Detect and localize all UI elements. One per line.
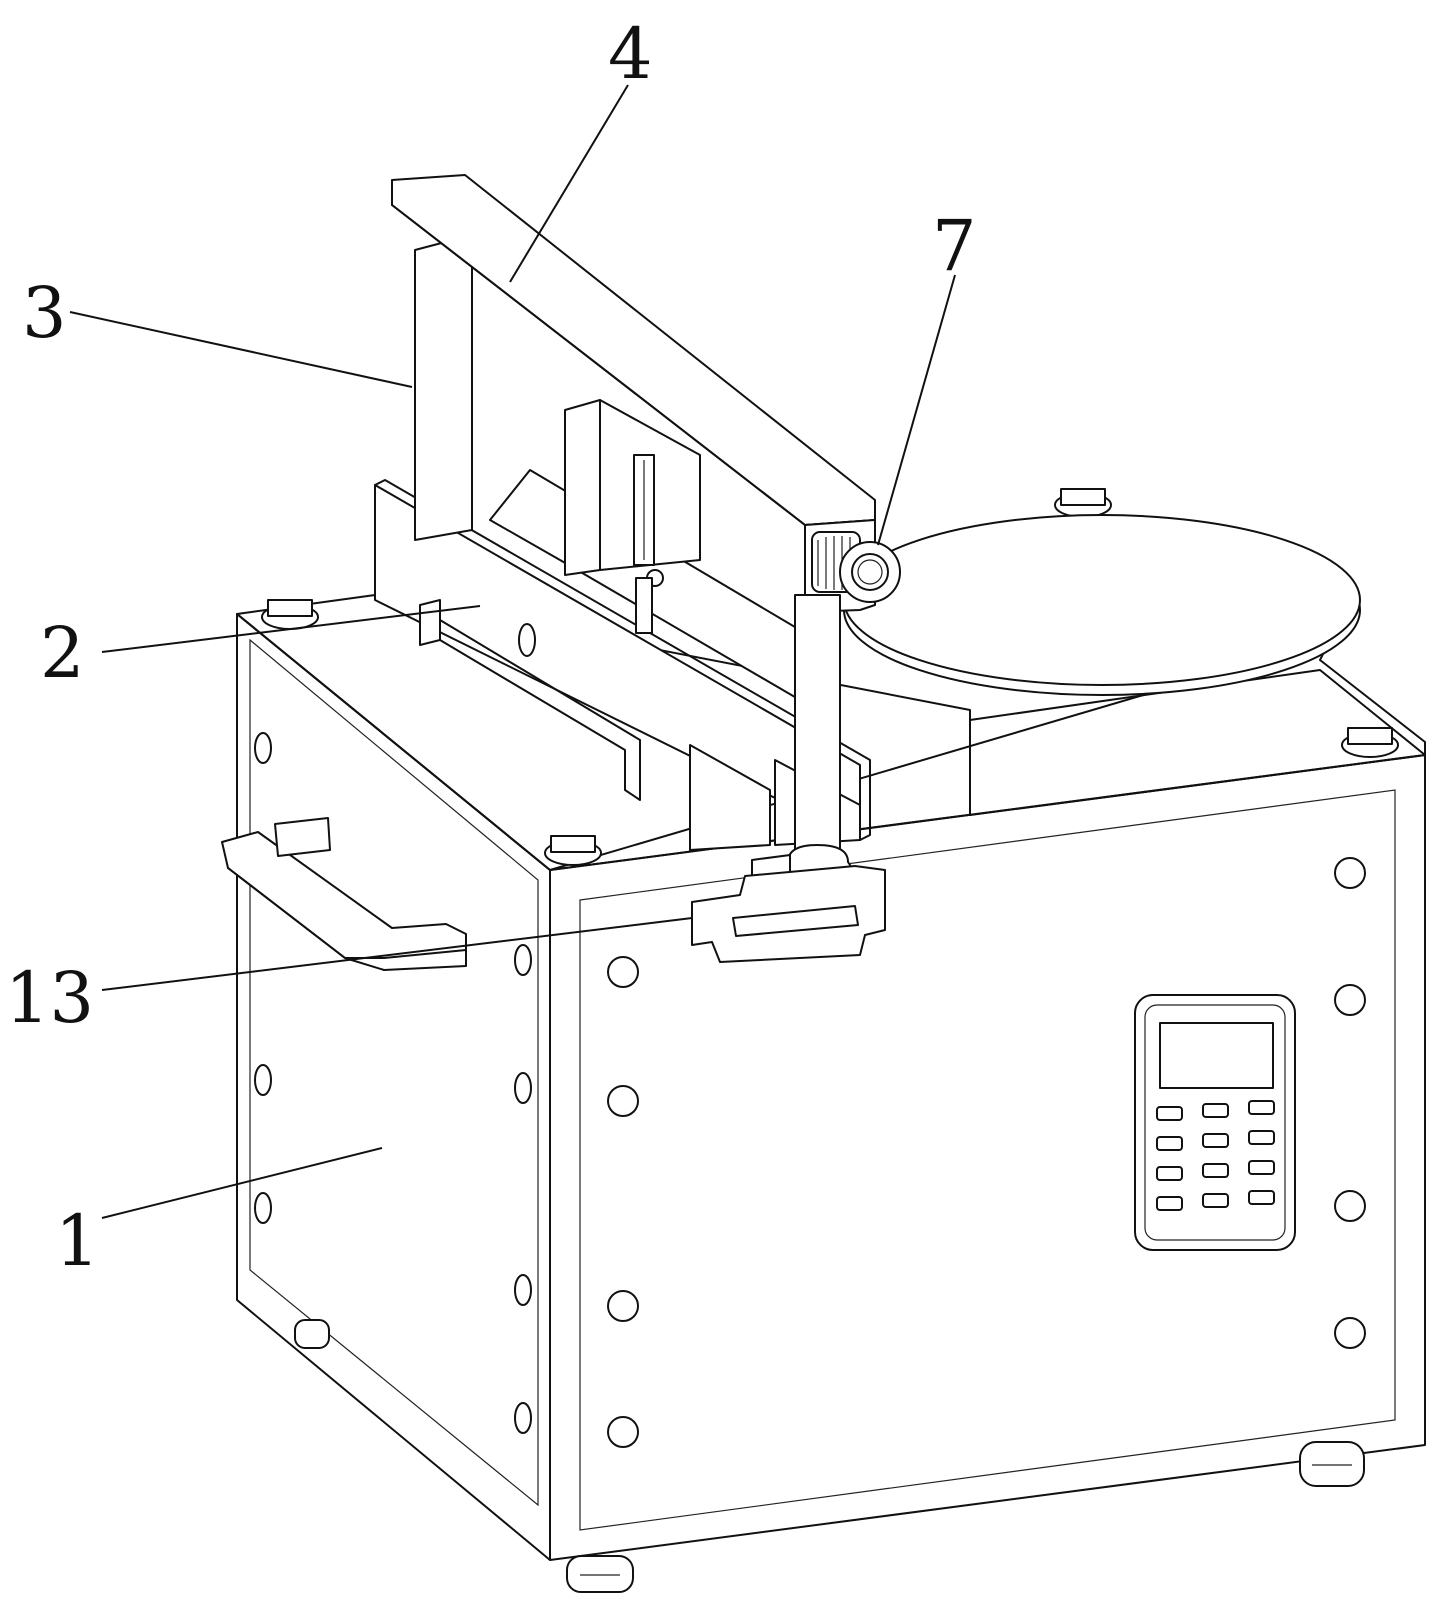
front-rivets xyxy=(607,857,1366,1448)
leader-2 xyxy=(101,605,481,653)
top-bolt xyxy=(1054,488,1112,518)
leader-1 xyxy=(101,1147,383,1219)
blade-guard xyxy=(489,399,801,701)
label-part-4: 4 xyxy=(608,13,653,95)
leader-3 xyxy=(69,311,413,388)
side-handle xyxy=(221,817,467,971)
side-rivets xyxy=(254,732,532,1434)
leader-4 xyxy=(509,84,629,283)
label-part-1: 1 xyxy=(55,1200,100,1282)
clamp-base xyxy=(691,865,886,963)
caster-wheel xyxy=(294,1319,330,1349)
adjustment-knob xyxy=(811,531,901,603)
upright-post xyxy=(414,234,473,541)
label-part-13: 13 xyxy=(5,957,94,1039)
label-part-2: 2 xyxy=(40,612,85,694)
caster-wheel xyxy=(566,1555,634,1593)
cabinet-left-panel xyxy=(249,638,539,1507)
top-bolt xyxy=(1341,727,1399,758)
leader-13 xyxy=(101,917,693,991)
cabinet-front-panel xyxy=(579,789,1396,1531)
label-part-7: 7 xyxy=(932,205,977,287)
leader-lines xyxy=(69,84,956,1219)
label-part-3: 3 xyxy=(22,272,67,354)
guide-plate xyxy=(374,479,871,851)
top-bolt xyxy=(261,599,319,630)
leader-7 xyxy=(877,274,956,546)
top-bolt xyxy=(544,835,602,866)
caster-wheel xyxy=(1299,1441,1365,1487)
keypad xyxy=(1156,1100,1275,1211)
round-turntable xyxy=(843,488,1361,696)
display-screen xyxy=(1159,1022,1274,1089)
control-panel xyxy=(1134,994,1296,1251)
